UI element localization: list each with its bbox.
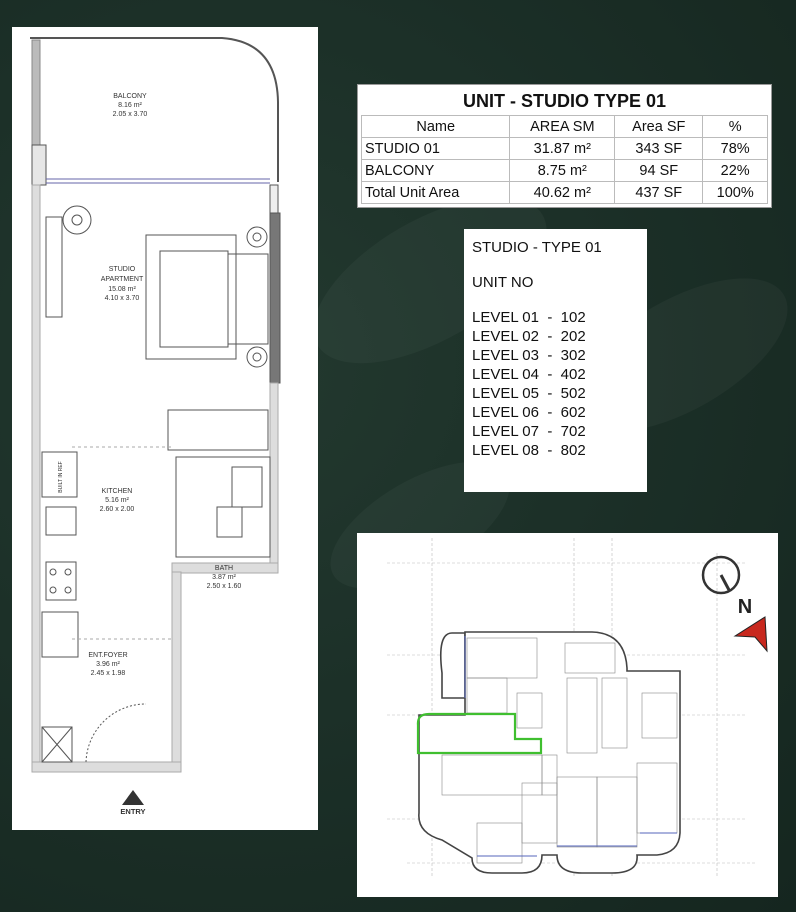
level-item: LEVEL 05 - 502 bbox=[472, 385, 586, 402]
table-title: UNIT - STUDIO TYPE 01 bbox=[361, 88, 768, 117]
level-item: LEVEL 08 - 802 bbox=[472, 442, 586, 459]
column-header: % bbox=[702, 115, 768, 139]
floor-plan-drawing: BALCONY 8.16 m² 2.05 x 3.70 STUDIO APART… bbox=[30, 37, 281, 816]
unit-highlight-outline bbox=[416, 712, 543, 755]
cell: 437 SF bbox=[614, 181, 704, 204]
table-row: BALCONY 8.75 m² 94 SF 22% bbox=[360, 159, 768, 183]
column-header: Area SF bbox=[614, 115, 704, 139]
level-item: LEVEL 06 - 602 bbox=[472, 404, 586, 421]
room-area: 3.96 m² bbox=[96, 661, 120, 668]
room-label-studio: STUDIO bbox=[109, 266, 136, 273]
table-row: Total Unit Area 40.62 m² 437 SF 100% bbox=[360, 181, 768, 204]
building-key-plan: N bbox=[357, 533, 778, 897]
cell: 78% bbox=[702, 137, 768, 161]
fridge-label: BUILT IN REF bbox=[58, 461, 64, 493]
room-label-bath: BATH bbox=[215, 565, 233, 572]
balcony-edge bbox=[30, 37, 279, 182]
room-label-studio-2: APARTMENT bbox=[101, 276, 144, 283]
column-header: Name bbox=[360, 115, 511, 139]
entry-arrow-icon bbox=[122, 790, 144, 805]
area-table: UNIT - STUDIO TYPE 01 Name AREA SM Area … bbox=[357, 84, 772, 208]
cell: 22% bbox=[702, 159, 768, 183]
cell: 343 SF bbox=[614, 137, 704, 161]
cell: BALCONY bbox=[360, 159, 511, 183]
unit-floor-plan: BALCONY 8.16 m² 2.05 x 3.70 STUDIO APART… bbox=[12, 27, 318, 830]
room-area: 5.16 m² bbox=[105, 497, 129, 504]
cell: Total Unit Area bbox=[360, 181, 511, 204]
room-area: 3.87 m² bbox=[212, 574, 236, 581]
room-dims: 2.60 x 2.00 bbox=[100, 506, 135, 513]
room-label-balcony: BALCONY bbox=[113, 93, 147, 100]
north-label: N bbox=[738, 596, 752, 618]
compass-icon bbox=[701, 555, 741, 595]
room-dims: 2.05 x 3.70 bbox=[113, 111, 148, 118]
unit-list-title: STUDIO - TYPE 01 bbox=[472, 239, 602, 256]
level-item: LEVEL 02 - 202 bbox=[472, 328, 586, 345]
cell: 94 SF bbox=[614, 159, 704, 183]
key-plan-drawing: N bbox=[387, 538, 768, 878]
room-dims: 2.45 x 1.98 bbox=[91, 670, 126, 677]
entry-label: ENTRY bbox=[120, 807, 145, 816]
room-dims: 2.50 x 1.60 bbox=[207, 583, 242, 590]
cell: STUDIO 01 bbox=[360, 137, 511, 161]
level-item: LEVEL 07 - 702 bbox=[472, 423, 586, 440]
table-row: STUDIO 01 31.87 m² 343 SF 78% bbox=[360, 137, 768, 161]
cell: 40.62 m² bbox=[509, 181, 616, 204]
room-label-foyer: ENT.FOYER bbox=[88, 652, 127, 659]
room-dims: 4.10 x 3.70 bbox=[105, 295, 140, 302]
unit-number-list: STUDIO - TYPE 01 UNIT NO LEVEL 01 - 102 … bbox=[464, 229, 647, 492]
unit-list-subtitle: UNIT NO bbox=[472, 274, 534, 291]
cell: 31.87 m² bbox=[509, 137, 616, 161]
column-header: AREA SM bbox=[509, 115, 616, 139]
room-area: 15.08 m² bbox=[108, 286, 136, 293]
level-item: LEVEL 03 - 302 bbox=[472, 347, 586, 364]
room-area: 8.16 m² bbox=[118, 102, 142, 109]
table-header-row: Name AREA SM Area SF % bbox=[360, 115, 768, 139]
north-arrow-icon bbox=[733, 616, 768, 653]
cell: 8.75 m² bbox=[509, 159, 616, 183]
level-item: LEVEL 01 - 102 bbox=[472, 309, 586, 326]
level-item: LEVEL 04 - 402 bbox=[472, 366, 586, 383]
cell: 100% bbox=[702, 181, 768, 204]
room-label-kitchen: KITCHEN bbox=[102, 488, 133, 495]
